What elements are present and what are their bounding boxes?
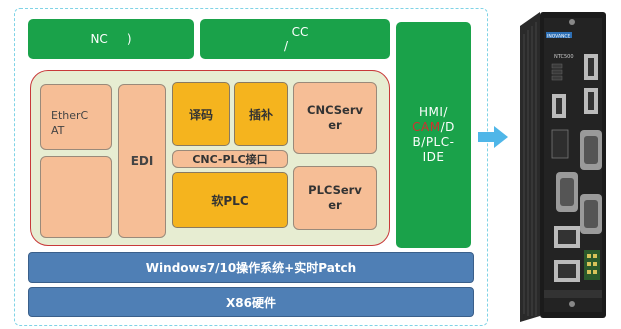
decode-block: 译码 [172, 82, 230, 146]
hmi-line3: B/PLC- [412, 135, 455, 149]
interp-label: 插补 [248, 107, 273, 122]
hardware-bar: X86硬件 [28, 287, 474, 317]
hmi-line2: CAM/D [412, 120, 455, 135]
nc-block: NC ) [28, 19, 194, 59]
edi-label: EDI [130, 154, 154, 168]
cncserver-block: CNCServ er [293, 82, 377, 154]
system-frame [14, 8, 488, 326]
interp-block: 插补 [234, 82, 288, 146]
right-arrow-icon [478, 126, 508, 148]
edi-block: EDI [118, 84, 166, 238]
cc-label-line1: CC [291, 25, 309, 39]
plcserver-block: PLCServ er [293, 166, 377, 230]
brand-text: INOVANCE [547, 34, 571, 40]
empty-block [40, 156, 112, 238]
hmi-line2-rest: /D [440, 120, 455, 134]
cncserver-label: CNCServ er [307, 103, 363, 132]
os-label: Windows7/10操作系统+实时Patch [145, 261, 357, 275]
cc-block: CC / [200, 19, 390, 59]
hardware-label: X86硬件 [226, 295, 276, 310]
cnc-plc-interface-block: CNC-PLC接口 [172, 150, 288, 168]
hmi-block: HMI/ CAM/D B/PLC- IDE [396, 22, 471, 248]
nc-label: NC ) [90, 32, 132, 46]
os-bar: Windows7/10操作系统+实时Patch [28, 252, 474, 283]
decode-label: 译码 [188, 107, 213, 122]
cc-label-line2: / [283, 39, 289, 53]
ethercat-block: EtherC AT [40, 84, 112, 150]
soft-plc-block: 软PLC [172, 172, 288, 228]
ethercat-label: EtherC AT [51, 109, 89, 137]
controller-device-image: INOVANCE NTC500 [520, 12, 606, 322]
plcserver-label: PLCServ er [308, 183, 362, 212]
soft-plc-label: 软PLC [211, 193, 249, 208]
model-text: NTC500 [554, 54, 574, 60]
cnc-plc-interface-label: CNC-PLC接口 [192, 153, 268, 166]
cam-label: CAM [412, 120, 441, 134]
hmi-line1: HMI/ [419, 105, 448, 119]
hmi-line4: IDE [422, 150, 445, 164]
